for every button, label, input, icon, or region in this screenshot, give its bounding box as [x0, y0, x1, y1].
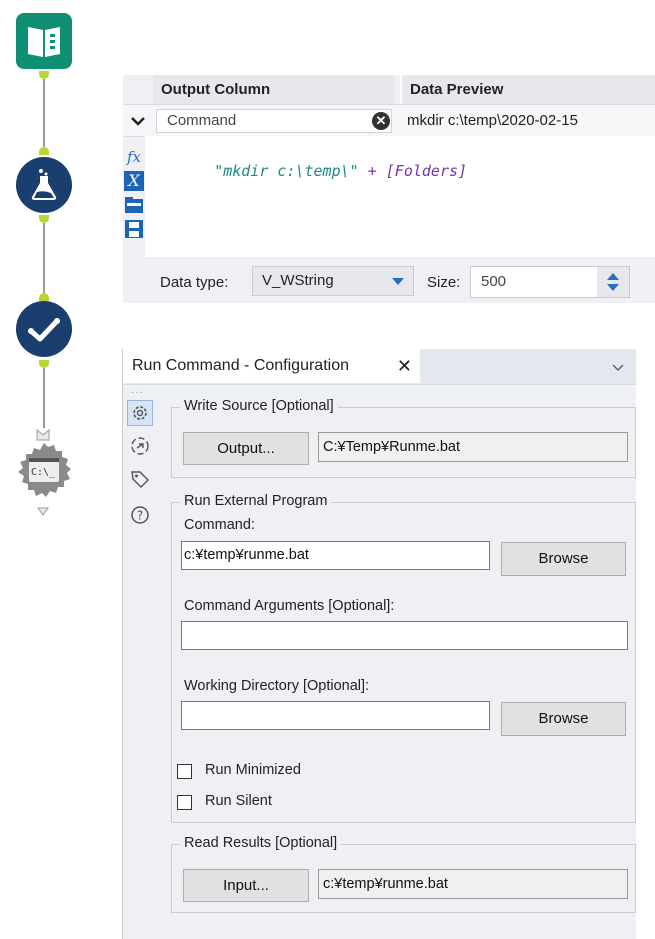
data-type-value: V_WString [262, 272, 334, 289]
select-tool[interactable] [16, 301, 72, 357]
run-minimized-label[interactable]: Run Minimized [205, 762, 301, 778]
data-preview-header: Data Preview [400, 75, 655, 104]
size-value: 500 [481, 273, 507, 290]
data-preview-value: mkdir c:\temp\2020-02-15 [407, 112, 578, 129]
function-icon[interactable]: fx [126, 148, 141, 166]
close-tab-button[interactable]: ✕ [396, 356, 412, 376]
run-minimized-checkbox[interactable] [177, 764, 192, 779]
dropdown-arrow-icon [392, 278, 404, 285]
run-command-tool[interactable]: C:\_ [14, 441, 74, 501]
run-silent-label[interactable]: Run Silent [205, 793, 272, 809]
input-anchor[interactable] [39, 293, 49, 301]
size-stepper[interactable] [597, 267, 629, 297]
variable-icon[interactable]: X [123, 170, 145, 192]
size-label: Size: [427, 274, 461, 291]
output-anchor[interactable] [39, 215, 49, 223]
open-folder-icon[interactable] [123, 194, 145, 216]
data-type-label: Data type: [160, 274, 229, 291]
input-button[interactable]: Input... [183, 869, 309, 902]
data-type-row: Data type: V_WString Size: 500 [123, 263, 655, 301]
stepper-arrows-icon [607, 273, 619, 291]
output-field-input[interactable]: Command [156, 109, 392, 133]
output-anchor[interactable] [39, 71, 49, 79]
read-results-group: Read Results [Optional] Input... c:¥temp… [171, 835, 636, 913]
run-silent-checkbox[interactable] [177, 795, 192, 810]
formula-panel: Output Column Data Preview Command ✕ mkd… [123, 75, 655, 303]
book-icon [28, 27, 60, 57]
input-path-field[interactable]: c:¥temp¥runme.bat [318, 869, 628, 899]
working-directory-input[interactable] [181, 701, 490, 730]
configuration-panel: Run Command - Configuration ✕ ··· ? Writ… [122, 349, 636, 939]
tab-run-command-configuration[interactable]: Run Command - Configuration ✕ [123, 349, 420, 383]
output-anchor[interactable] [39, 360, 49, 368]
command-label: Command: [184, 517, 255, 533]
input-anchor[interactable] [36, 428, 50, 441]
chevron-down-icon[interactable] [129, 112, 147, 130]
read-results-label: Read Results [Optional] [180, 835, 342, 851]
command-arguments-input[interactable] [181, 621, 628, 650]
expression-editor[interactable]: "mkdir c:\temp\" + [Folders] [145, 136, 655, 257]
output-button[interactable]: Output... [183, 432, 309, 465]
expression-string: "mkdir c:\temp\" [214, 162, 359, 180]
expression-operator: + [358, 162, 386, 180]
output-path-field[interactable]: C:¥Temp¥Runme.bat [318, 432, 628, 462]
write-source-group: Write Source [Optional] Output... C:¥Tem… [171, 398, 636, 478]
gear-icon[interactable] [127, 400, 153, 426]
text-input-tool[interactable] [16, 13, 72, 69]
input-anchor[interactable] [39, 147, 49, 155]
help-icon[interactable]: ? [127, 502, 153, 528]
size-input[interactable]: 500 [470, 266, 630, 298]
drag-dots: ··· [131, 387, 144, 398]
output-anchor[interactable] [37, 503, 49, 516]
command-arguments-label: Command Arguments [Optional]: [184, 598, 395, 614]
output-column-header: Output Column [153, 75, 395, 104]
save-icon[interactable] [123, 218, 145, 240]
flask-icon [31, 169, 57, 200]
command-browse-button[interactable]: Browse [501, 542, 626, 576]
expression-field: [Folders] [385, 162, 468, 180]
terminal-icon: C:\_ [18, 443, 71, 497]
tab-title: Run Command - Configuration [132, 357, 349, 374]
working-directory-label: Working Directory [Optional]: [184, 678, 370, 694]
command-input[interactable]: c:¥temp¥runme.bat [181, 541, 490, 570]
formula-row: Command ✕ mkdir c:\temp\2020-02-15 [123, 104, 655, 137]
svg-text:?: ? [137, 509, 143, 523]
tag-icon[interactable] [127, 466, 153, 492]
clear-field-icon[interactable]: ✕ [372, 112, 390, 130]
data-type-select[interactable]: V_WString [252, 266, 414, 296]
checkmark-icon [28, 318, 60, 342]
write-source-label: Write Source [Optional] [180, 398, 338, 414]
formula-tool[interactable] [16, 157, 72, 213]
working-directory-browse-button[interactable]: Browse [501, 702, 626, 736]
run-external-program-label: Run External Program [180, 493, 332, 509]
svg-text:C:\_: C:\_ [31, 467, 56, 478]
connection-icon[interactable] [127, 433, 153, 459]
run-external-program-group: Run External Program Command: c:¥temp¥ru… [171, 493, 636, 823]
chevron-down-icon[interactable] [610, 359, 626, 375]
